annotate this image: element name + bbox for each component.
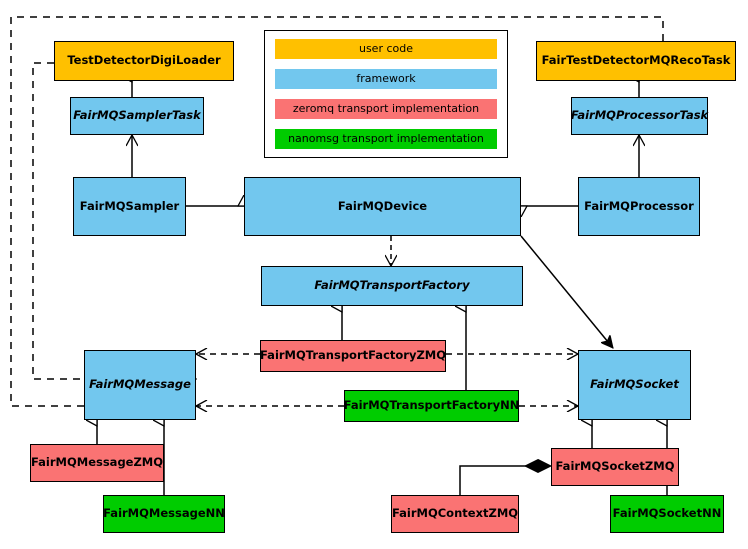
- node-fairmq-context-zmq[interactable]: FairMQContextZMQ: [391, 495, 519, 533]
- node-fairmq-processor-task[interactable]: FairMQProcessorTask: [571, 97, 708, 135]
- legend-item-nanomsg: nanomsg transport implementation: [275, 129, 497, 149]
- legend-item-user-code: user code: [275, 39, 497, 59]
- node-fair-test-detector-mq-reco-task[interactable]: FairTestDetectorMQRecoTask: [536, 41, 736, 81]
- node-fairmq-socket-nn[interactable]: FairMQSocketNN: [610, 495, 724, 533]
- node-fairmq-message-zmq[interactable]: FairMQMessageZMQ: [30, 444, 164, 482]
- edge-device-to-socket: [520, 235, 613, 348]
- node-test-detector-digi-loader[interactable]: TestDetectorDigiLoader: [54, 41, 234, 81]
- composition-diamond: [523, 458, 553, 474]
- node-fairmq-sampler-task[interactable]: FairMQSamplerTask: [70, 97, 204, 135]
- node-fairmq-message-nn[interactable]: FairMQMessageNN: [103, 495, 225, 533]
- node-fairmq-processor[interactable]: FairMQProcessor: [578, 177, 700, 236]
- node-fairmq-transport-factory[interactable]: FairMQTransportFactory: [261, 266, 523, 306]
- node-fairmq-message[interactable]: FairMQMessage: [84, 350, 196, 420]
- node-fairmq-socket[interactable]: FairMQSocket: [578, 350, 691, 420]
- node-fairmq-transport-factory-zmq[interactable]: FairMQTransportFactoryZMQ: [260, 340, 446, 372]
- node-fairmq-socket-zmq[interactable]: FairMQSocketZMQ: [551, 448, 679, 486]
- legend-item-framework: framework: [275, 69, 497, 89]
- legend-panel: user code framework zeromq transport imp…: [264, 30, 508, 158]
- node-fairmq-device[interactable]: FairMQDevice: [244, 177, 521, 236]
- edge-socketzmq-composes-contextzmq: [459, 465, 538, 495]
- node-fairmq-transport-factory-nn[interactable]: FairMQTransportFactoryNN: [344, 390, 519, 422]
- legend-item-zeromq: zeromq transport implementation: [275, 99, 497, 119]
- node-fairmq-sampler[interactable]: FairMQSampler: [73, 177, 186, 236]
